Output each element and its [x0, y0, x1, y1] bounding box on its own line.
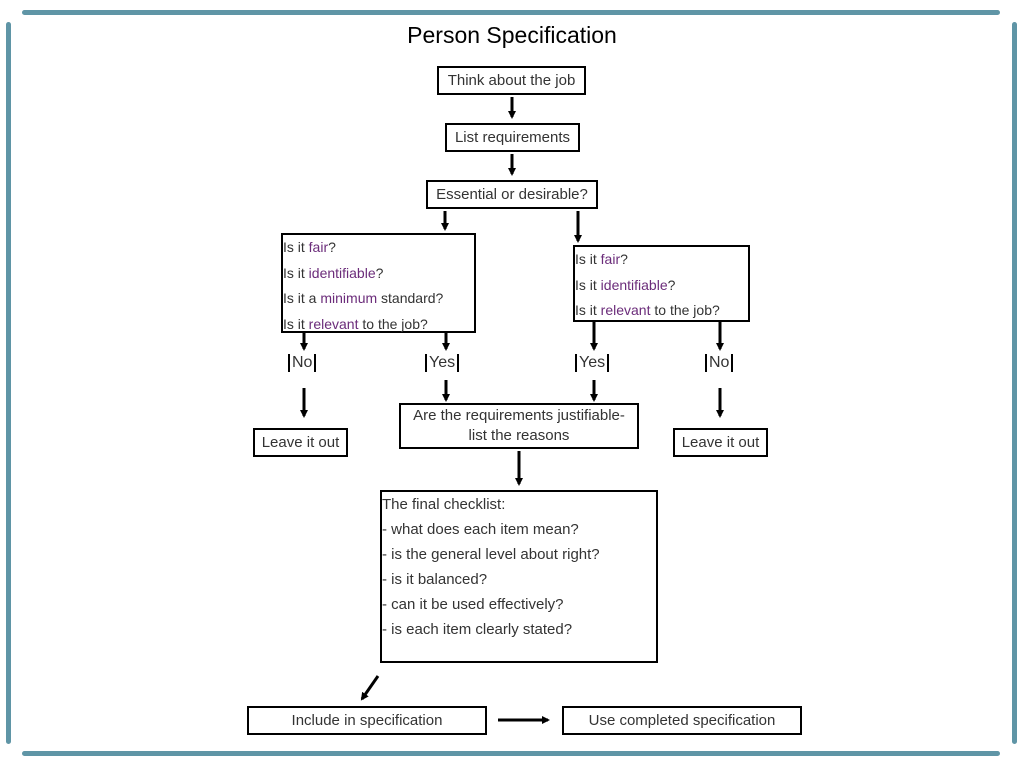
use-label: Use completed specification [588, 712, 776, 729]
left-question-identifiable: Is it identifiable? [283, 264, 384, 281]
justify-line-2: list the reasons [468, 427, 570, 444]
step-essential-or-desirable: Essential or desirable? [426, 180, 598, 209]
leave-it-out-right-label: Leave it out [681, 434, 760, 451]
checklist-item: - is the general level about right? [382, 546, 600, 563]
final-checklist-box: The final checklist: - what does each it… [380, 490, 658, 663]
justify-line-1: Are the requirements justifiable- [413, 407, 625, 424]
include-in-specification: Include in specification [247, 706, 487, 735]
step-think-label: Think about the job [447, 72, 576, 89]
step-list-requirements: List requirements [445, 123, 580, 152]
checklist-item: - is it balanced? [382, 571, 488, 588]
leave-it-out-left: Leave it out [253, 428, 348, 457]
branch-no-left: No [288, 354, 317, 372]
step-essential-label: Essential or desirable? [436, 186, 588, 203]
justify-requirements-box: Are the requirements justifiable- list t… [399, 403, 639, 449]
frame-left [6, 22, 11, 744]
include-label: Include in specification [291, 712, 443, 729]
use-completed-specification: Use completed specification [562, 706, 802, 735]
leave-it-out-left-label: Leave it out [261, 434, 340, 451]
frame-top [22, 10, 1000, 15]
right-question-fair: Is it fair? [575, 251, 628, 267]
arrow-checklist-to-include [360, 675, 380, 701]
left-question-minimum: Is it a minimum standard? [283, 290, 444, 306]
checklist-item: - is each item clearly stated? [382, 621, 573, 638]
step-think-about-job: Think about the job [437, 66, 586, 95]
leave-it-out-right: Leave it out [673, 428, 768, 457]
right-question-relevant: Is it relevant to the job? [575, 302, 720, 318]
checklist-item: - can it be used effectively? [382, 596, 564, 613]
checklist-heading: The final checklist: [382, 496, 506, 513]
right-question-box: Is it fair? Is it identifiable? Is it re… [573, 245, 750, 322]
branch-yes-left: Yes [425, 354, 460, 372]
step-list-label: List requirements [454, 129, 571, 146]
left-question-relevant: Is it relevant to the job? [283, 315, 428, 332]
page-title: Person Specification [407, 22, 617, 48]
left-question-fair: Is it fair? [283, 239, 336, 255]
frame-right [1012, 22, 1017, 744]
right-question-identifiable: Is it identifiable? [575, 276, 676, 293]
frame-bottom [22, 751, 1000, 756]
left-question-box: Is it fair? Is it identifiable? Is it a … [281, 233, 476, 333]
branch-yes-right: Yes [575, 354, 610, 372]
branch-no-right: No [705, 354, 734, 372]
checklist-item: - what does each item mean? [382, 521, 579, 538]
